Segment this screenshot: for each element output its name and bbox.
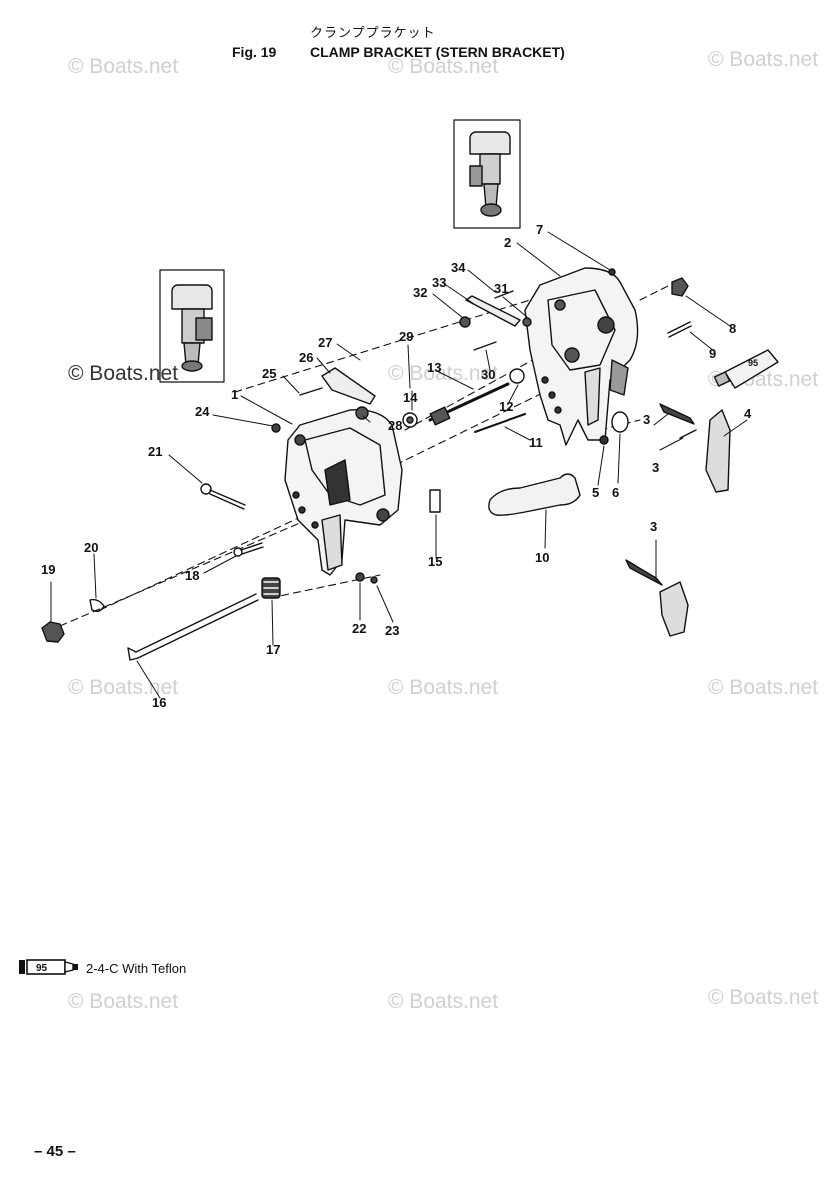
callout-number: 10 <box>535 550 549 565</box>
watermark: © Boats.net <box>388 676 499 699</box>
handle <box>488 473 581 516</box>
callout-number: 33 <box>432 275 446 290</box>
link-plate <box>465 295 521 327</box>
figure-title: CLAMP BRACKET (STERN BRACKET) <box>310 44 565 60</box>
bushing <box>611 411 629 433</box>
callout-labels <box>50 231 748 699</box>
clamp-bracket-right <box>524 267 639 446</box>
screw <box>599 435 609 445</box>
long-bolt <box>200 483 246 510</box>
bolt-35 <box>494 290 514 299</box>
watermark: © Boats.net <box>68 990 179 1013</box>
callout-number: 9 <box>709 346 716 361</box>
bolt-10 <box>667 321 692 338</box>
callout-number: 14 <box>403 390 418 405</box>
outboard-motor-inset-top <box>453 119 521 229</box>
legend-tube-label: 95 <box>36 963 48 974</box>
watermark: © Boats.net <box>388 55 499 78</box>
grease-tube-icon: 95 <box>19 959 78 975</box>
grease-tube-icon: 95 <box>713 349 779 389</box>
lever-5 <box>705 409 731 493</box>
bushing <box>509 368 525 384</box>
bolt-31 <box>473 341 497 351</box>
callout-number: 20 <box>84 540 98 555</box>
callout-number: 4 <box>744 406 752 421</box>
spring-lower <box>625 559 663 586</box>
page-number: – 45 – <box>34 1143 76 1160</box>
nut-small <box>459 316 471 328</box>
callout-number: 19 <box>41 562 55 577</box>
callout-number: 3 <box>652 460 659 475</box>
callout-number: 34 <box>451 260 466 275</box>
callout-number: 5 <box>592 485 599 500</box>
clip <box>89 598 105 613</box>
callout-number: 29 <box>399 329 413 344</box>
callout-number: 31 <box>494 281 508 296</box>
watermark: © Boats.net <box>68 362 179 385</box>
callout-number: 8 <box>729 321 736 336</box>
plate <box>429 489 441 513</box>
callout-number: 15 <box>428 554 442 569</box>
spring <box>261 577 281 599</box>
screw <box>271 423 281 433</box>
nut-large <box>671 277 689 297</box>
callout-number: 30 <box>481 367 495 382</box>
callout-number: 26 <box>299 350 313 365</box>
tube-label: 95 <box>748 358 758 368</box>
washer <box>355 406 369 420</box>
tilt-rod <box>127 593 259 661</box>
callout-number: 11 <box>529 435 543 450</box>
watermark: © Boats.net <box>708 986 819 1009</box>
callout-number: 2 <box>504 235 511 250</box>
shaft <box>428 382 510 426</box>
washer-hole <box>406 416 414 424</box>
callout-number: 7 <box>536 222 543 237</box>
pin-4 <box>679 429 697 439</box>
figure-number: Fig. 19 <box>232 44 277 60</box>
callout-number: 27 <box>318 335 332 350</box>
japanese-title: クランププラケット <box>310 26 436 41</box>
watermark: © Boats.net <box>388 990 499 1013</box>
callout-number: 18 <box>185 568 199 583</box>
legend-text: 2-4-C With Teflon <box>86 961 187 976</box>
bolt <box>233 542 264 557</box>
pin-26 <box>299 387 323 396</box>
callout-number: 21 <box>148 444 162 459</box>
callout-number: 24 <box>195 404 210 419</box>
nut-small <box>522 317 532 327</box>
grease-fitting <box>608 268 616 276</box>
washer <box>355 572 365 582</box>
callout-number: 6 <box>612 485 619 500</box>
watermark: © Boats.net <box>68 676 179 699</box>
clamp-bracket-left <box>284 409 403 576</box>
watermark: © Boats.net <box>68 55 179 78</box>
callout-number: 32 <box>413 285 427 300</box>
callout-number: 12 <box>499 399 513 414</box>
watermark: © Boats.net <box>708 676 819 699</box>
callout-number: 3 <box>643 412 650 427</box>
pin <box>474 413 526 433</box>
callout-number: 13 <box>427 360 441 375</box>
nut <box>370 576 378 584</box>
spring-right <box>659 403 695 425</box>
callout-number: 25 <box>262 366 276 381</box>
watermark: © Boats.net <box>708 48 819 71</box>
callout-number: 16 <box>152 695 166 710</box>
callout-number: 1 <box>231 387 238 402</box>
nut <box>41 621 65 643</box>
callout-number: 23 <box>385 623 399 638</box>
outboard-motor-inset-left <box>159 269 225 383</box>
lever <box>321 367 376 405</box>
callout-number: 22 <box>352 621 366 636</box>
callout-number: 3 <box>650 519 657 534</box>
callout-number: 28 <box>388 418 402 433</box>
callout-number: 17 <box>266 642 280 657</box>
lever-lower <box>659 581 689 637</box>
